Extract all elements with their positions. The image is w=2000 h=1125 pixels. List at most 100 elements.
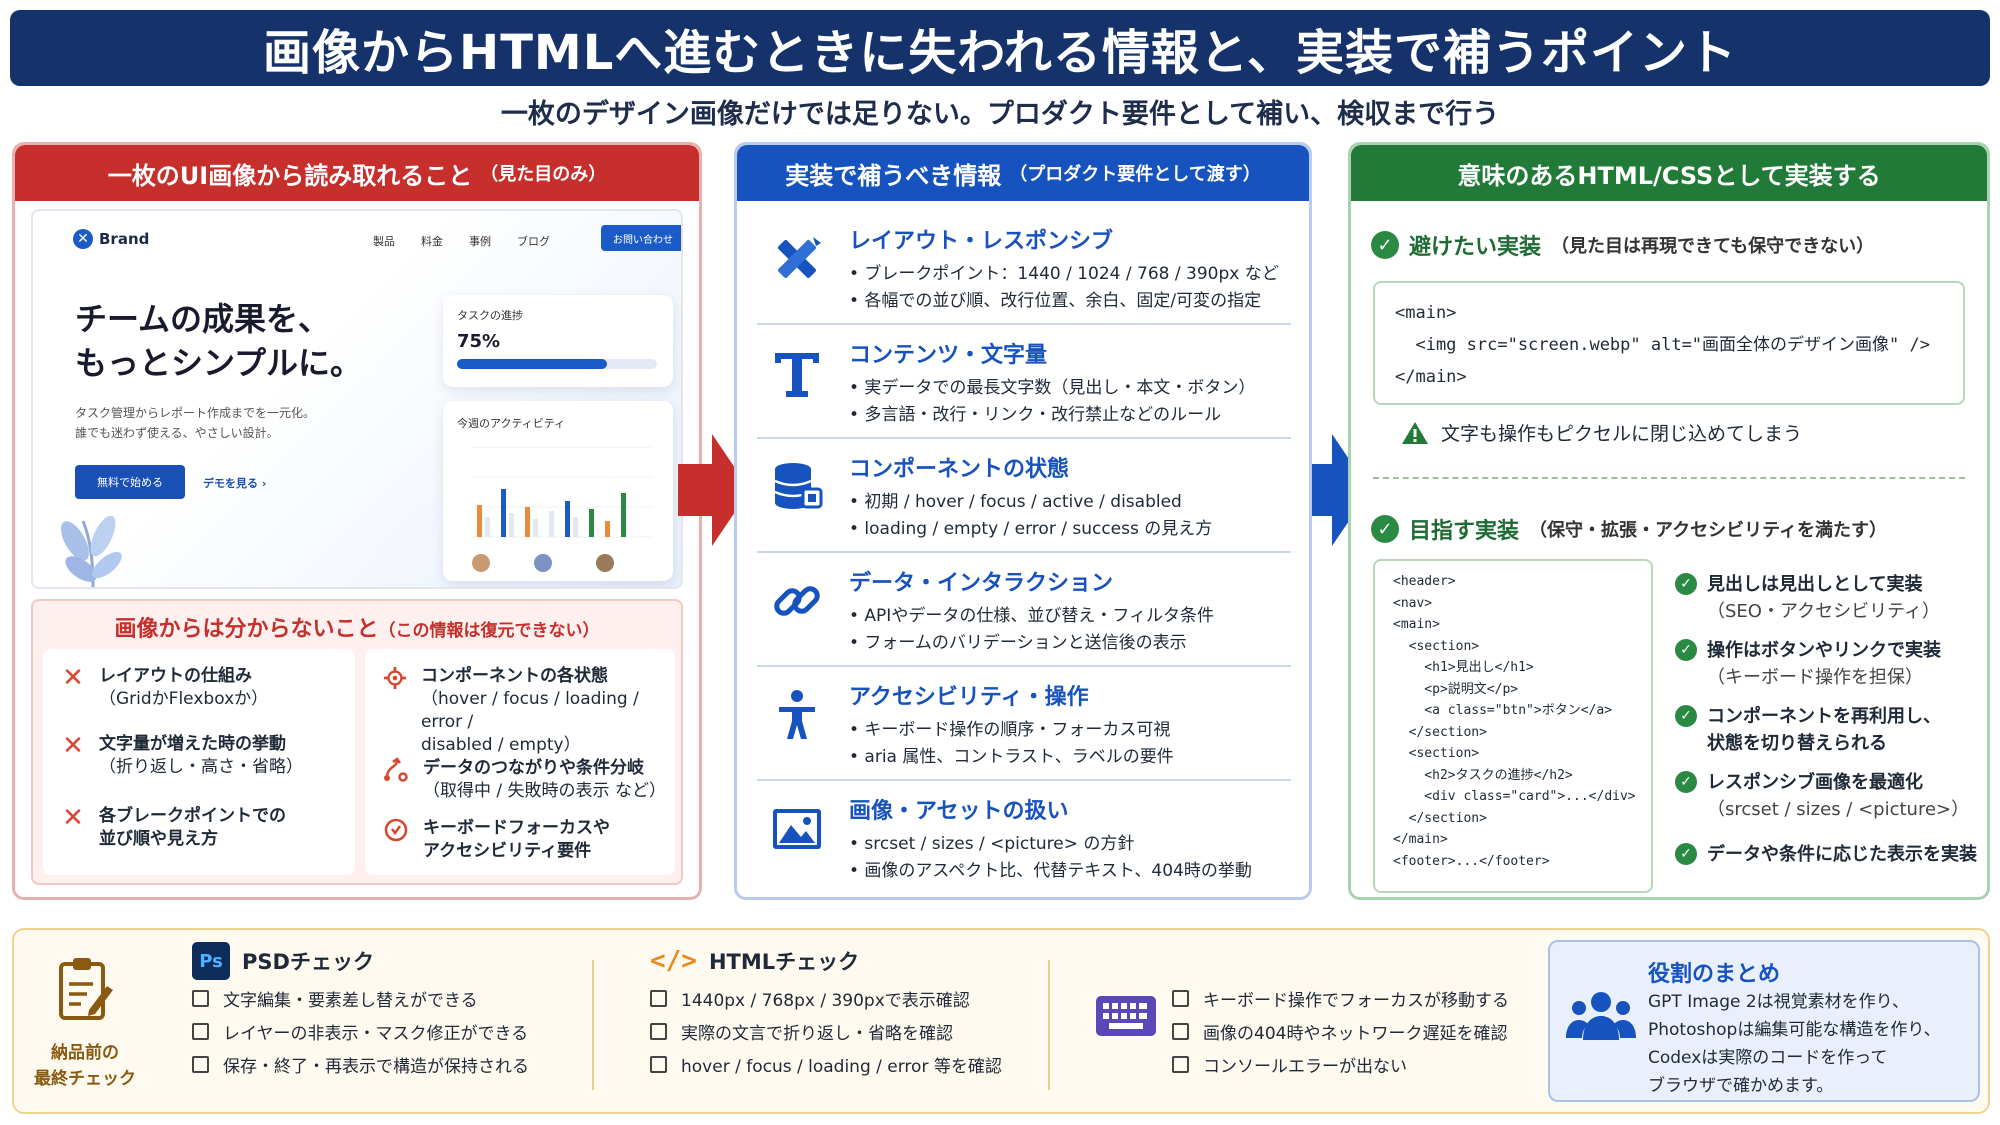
checkbox[interactable] xyxy=(192,990,209,1007)
check-item-label: 保存・終了・再表示で構造が保持される xyxy=(223,1057,529,1077)
mock-activity-label: 今週のアクティビティ xyxy=(457,417,566,430)
mock-nav: 製品 料金 事例 ブログ xyxy=(373,233,550,249)
goal-heading: ✓ 目指す実装 （保守・拡張・アクセシビリティを満たす） xyxy=(1371,513,1887,545)
avoid-heading: ✓ 避けたい実装 （見た目は再現できても保守できない） xyxy=(1371,229,1874,261)
requirement-title: コンテンツ・文字量 xyxy=(849,343,1048,368)
users-group-icon xyxy=(1566,992,1636,1040)
mock-hero-heading: チームの成果を、 もっとシンプルに。 xyxy=(75,297,362,385)
requirement-row: レイアウト・レスポンシブ • ブレークポイント：1440 / 1024 / 76… xyxy=(757,211,1291,325)
clipboard-check-icon xyxy=(59,958,113,1020)
mock-bar xyxy=(525,507,530,537)
mock-sub-line: タスク管理からレポート作成までを一元化。 xyxy=(75,406,316,420)
goal-heading-text: 目指す実装 xyxy=(1409,519,1520,544)
check-item[interactable]: レイヤーの非表示・マスク修正ができる xyxy=(192,1015,529,1048)
goal-item-title: 操作はボタンやリンクで実装 xyxy=(1707,640,1941,661)
mock-bar xyxy=(573,517,578,537)
data-flow-icon xyxy=(384,757,408,782)
cross-icon: ✕ xyxy=(62,803,84,833)
arrow-right-red-icon xyxy=(678,434,750,546)
mock-nav-item: ブログ xyxy=(517,235,550,248)
check-item[interactable]: hover / focus / loading / error 等を確認 xyxy=(650,1048,1002,1081)
brand-logo-icon: ✕ xyxy=(73,229,93,249)
unknown-item-detail: （GridかFlexboxか） xyxy=(99,689,269,709)
ruler-pencil-icon xyxy=(778,237,821,278)
avoid-code-block: <main> <img src="screen.webp" alt="画面全体の… xyxy=(1373,281,1965,405)
cross-icon: ✕ xyxy=(62,663,84,693)
requirement-detail: • フォームのバリデーションと送信後の表示 xyxy=(849,633,1187,653)
panel-heading-middle: 実装で補うべき情報 （プロダクト要件として渡す） xyxy=(737,145,1309,201)
unknown-item-detail: アクセシビリティ要件 xyxy=(423,841,592,861)
check-item-label: 1440px / 768px / 390pxで表示確認 xyxy=(681,991,970,1011)
unknown-item-title: データのつながりや条件分岐 xyxy=(423,758,644,778)
check-item[interactable]: 文字編集・要素差し替えができる xyxy=(192,982,529,1015)
goal-item-title: 見出しは見出しとして実装 xyxy=(1707,574,1923,595)
checkbox[interactable] xyxy=(1172,1056,1189,1073)
goal-item-detail: （キーボード操作を担保） xyxy=(1707,667,1923,688)
checkbox[interactable] xyxy=(650,1023,667,1040)
gear-icon xyxy=(383,666,407,690)
html-check-section: </> HTMLチェック 1440px / 768px / 390pxで表示確認… xyxy=(650,940,1002,1081)
checkbox[interactable] xyxy=(650,990,667,1007)
section-divider xyxy=(1373,477,1965,479)
mock-hero-subtext: タスク管理からレポート作成までを一元化。 誰でも迷わず使える、やさしい設計。 xyxy=(75,403,375,443)
check-item[interactable]: コンソールエラーが出ない xyxy=(1172,1048,1509,1081)
image-icon xyxy=(773,809,821,849)
mock-bar xyxy=(605,521,610,537)
checkbox[interactable] xyxy=(192,1023,209,1040)
unknown-heading: 画像からは分からないこと（この情報は復元できない） xyxy=(33,611,681,643)
requirement-row: アクセシビリティ・操作 • キーボード操作の順序・フォーカス可視 • aria … xyxy=(757,667,1291,781)
final-check-line: 納品前の xyxy=(51,1043,119,1063)
final-check-line: 最終チェック xyxy=(34,1069,136,1089)
unknown-item: ✕ 各ブレークポイントでの並び順や見え方 xyxy=(61,805,286,851)
goal-heading-note: （保守・拡張・アクセシビリティを満たす） xyxy=(1529,520,1888,541)
html-check-heading-text: HTMLチェック xyxy=(708,950,860,974)
mock-activity-card: 今週のアクティビティ xyxy=(443,401,673,581)
requirement-detail: • ブレークポイント：1440 / 1024 / 768 / 390px など xyxy=(849,264,1279,284)
check-item[interactable]: 1440px / 768px / 390pxで表示確認 xyxy=(650,982,1002,1015)
check-item[interactable]: 保存・終了・再表示で構造が保持される xyxy=(192,1048,529,1081)
panel-heading-left-note: （見た目のみ） xyxy=(480,164,607,185)
arrow-right-blue-icon xyxy=(1298,434,1370,546)
requirement-row: コンポーネントの状態 • 初期 / hover / focus / active… xyxy=(757,439,1291,553)
mock-bar xyxy=(533,519,538,537)
unknown-item-detail: （hover / focus / loading / error / xyxy=(420,689,639,732)
avatar xyxy=(472,554,490,572)
goal-item-title: コンポーネントを再利用し、 xyxy=(1707,706,1941,727)
unknown-item-title: コンポーネントの各状態 xyxy=(420,666,608,686)
goal-item-title: レスポンシブ画像を最適化 xyxy=(1707,772,1923,793)
goal-item: ✓ 見出しは見出しとして実装 （SEO・アクセシビリティ） xyxy=(1675,571,1985,625)
panel-heading-middle-note: （プロダクト要件として渡す） xyxy=(1009,164,1261,185)
requirement-detail: • 各幅での並び順、改行位置、余白、固定/可変の指定 xyxy=(849,291,1262,311)
goal-item: ✓ レスポンシブ画像を最適化（srcset / sizes / <picture… xyxy=(1675,769,1985,823)
unknown-heading-text: 画像からは分からないこと xyxy=(114,617,379,642)
final-check-label: 納品前の 最終チェック xyxy=(30,954,140,1092)
unknown-item-title: キーボードフォーカスや xyxy=(423,818,610,838)
check-circle-icon: ✓ xyxy=(1675,573,1697,595)
check-item-label: コンソールエラーが出ない xyxy=(1203,1057,1407,1077)
goal-item: ✓ コンポーネントを再利用し、状態を切り替えられる xyxy=(1675,703,1985,757)
checkbox[interactable] xyxy=(650,1056,667,1073)
requirement-title: レイアウト・レスポンシブ xyxy=(849,229,1114,254)
page-title: 画像からHTMLへ進むときに失われる情報と、実装で補うポイント xyxy=(10,10,1990,86)
requirement-detail: • APIやデータの仕様、並び替え・フィルタ条件 xyxy=(849,606,1214,626)
requirement-row: データ・インタラクション • APIやデータの仕様、並び替え・フィルタ条件 • … xyxy=(757,553,1291,667)
unknown-item: ✕ 文字量が増えた時の挙動（折り返し・高さ・省略） xyxy=(61,733,303,779)
checkbox[interactable] xyxy=(1172,1023,1189,1040)
role-summary-box: 役割のまとめ GPT Image 2は視覚素材を作り、 Photoshopは編集… xyxy=(1548,940,1980,1102)
checkbox[interactable] xyxy=(192,1056,209,1073)
check-circle-icon: ✓ xyxy=(1371,515,1399,543)
goal-code-block: <header> <nav> <main> <section> <h1>見出し<… xyxy=(1373,559,1653,893)
check-item[interactable]: 実際の文言で折り返し・省略を確認 xyxy=(650,1015,1002,1048)
accessibility-person-icon xyxy=(779,690,815,739)
check-item[interactable]: 画像の404時やネットワーク遅延を確認 xyxy=(1172,1015,1509,1048)
check-item[interactable]: キーボード操作でフォーカスが移動する xyxy=(1172,982,1509,1015)
requirement-detail: • aria 属性、コントラスト、ラベルの要件 xyxy=(849,747,1174,767)
mock-progress-card: タスクの進捗 75% xyxy=(443,295,673,387)
section-divider xyxy=(592,960,594,1090)
link-icon xyxy=(774,586,820,616)
text-type-icon xyxy=(775,353,819,397)
check-item-label: キーボード操作でフォーカスが移動する xyxy=(1203,991,1509,1011)
goal-item-detail: （SEO・アクセシビリティ） xyxy=(1707,601,1940,622)
checkbox[interactable] xyxy=(1172,990,1189,1007)
mock-sub-line: 誰でも迷わず使える、やさしい設計。 xyxy=(75,426,279,440)
